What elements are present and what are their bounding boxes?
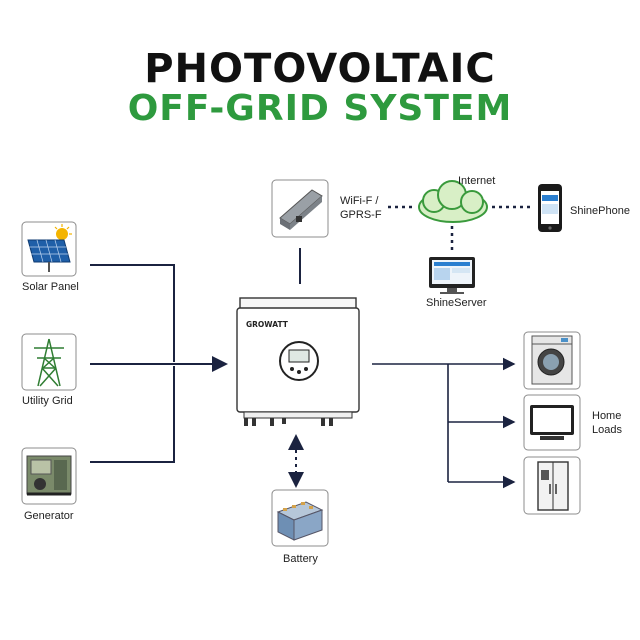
generator-node bbox=[21, 447, 77, 505]
refrigerator-icon bbox=[537, 461, 569, 511]
page-title: PHOTOVOLTAIC bbox=[144, 46, 496, 92]
battery-icon bbox=[276, 501, 324, 541]
generator-icon bbox=[26, 455, 72, 496]
battery-node bbox=[271, 489, 329, 547]
page-subtitle: OFF-GRID SYSTEM bbox=[127, 88, 513, 129]
monitor-icon bbox=[429, 257, 475, 294]
cloud-icon bbox=[418, 180, 488, 223]
generator-label: Generator bbox=[24, 510, 74, 522]
smartphone-icon bbox=[538, 184, 562, 232]
shineserver-label: ShineServer bbox=[426, 297, 487, 309]
solar-panel-label: Solar Panel bbox=[22, 281, 79, 293]
utility-grid-node bbox=[21, 333, 77, 391]
washing-machine-node bbox=[523, 331, 581, 390]
inverter-brand-label: GROWATT bbox=[246, 320, 289, 329]
solar-panel-node bbox=[21, 221, 77, 277]
internet-label: Internet bbox=[458, 175, 496, 187]
refrigerator-node bbox=[523, 456, 581, 515]
communication-links bbox=[388, 205, 532, 254]
washing-machine-icon bbox=[531, 335, 573, 385]
solar-panel-icon bbox=[27, 224, 72, 272]
utility-grid-label: Utility Grid bbox=[22, 395, 73, 407]
home-loads-label-line1: Home bbox=[592, 410, 622, 422]
shinephone-label: ShinePhone bbox=[570, 205, 630, 217]
wifi-label-line1: WiFi-F / bbox=[340, 195, 379, 207]
solar-line bbox=[90, 264, 175, 362]
wifi-dongle-node bbox=[271, 179, 329, 238]
battery-label: Battery bbox=[283, 553, 318, 565]
wifi-dongle-icon bbox=[279, 189, 323, 230]
input-connection-lines bbox=[90, 264, 228, 463]
wifi-label-line2: GPRS-F bbox=[340, 209, 382, 221]
home-loads-label-line2: Loads bbox=[592, 424, 622, 436]
utility-tower-icon bbox=[34, 338, 64, 387]
inverter-icon: GROWATT bbox=[236, 297, 360, 426]
output-connection-lines bbox=[372, 357, 516, 489]
generator-line bbox=[90, 366, 175, 463]
tv-icon bbox=[530, 405, 574, 440]
tv-node bbox=[523, 394, 581, 451]
